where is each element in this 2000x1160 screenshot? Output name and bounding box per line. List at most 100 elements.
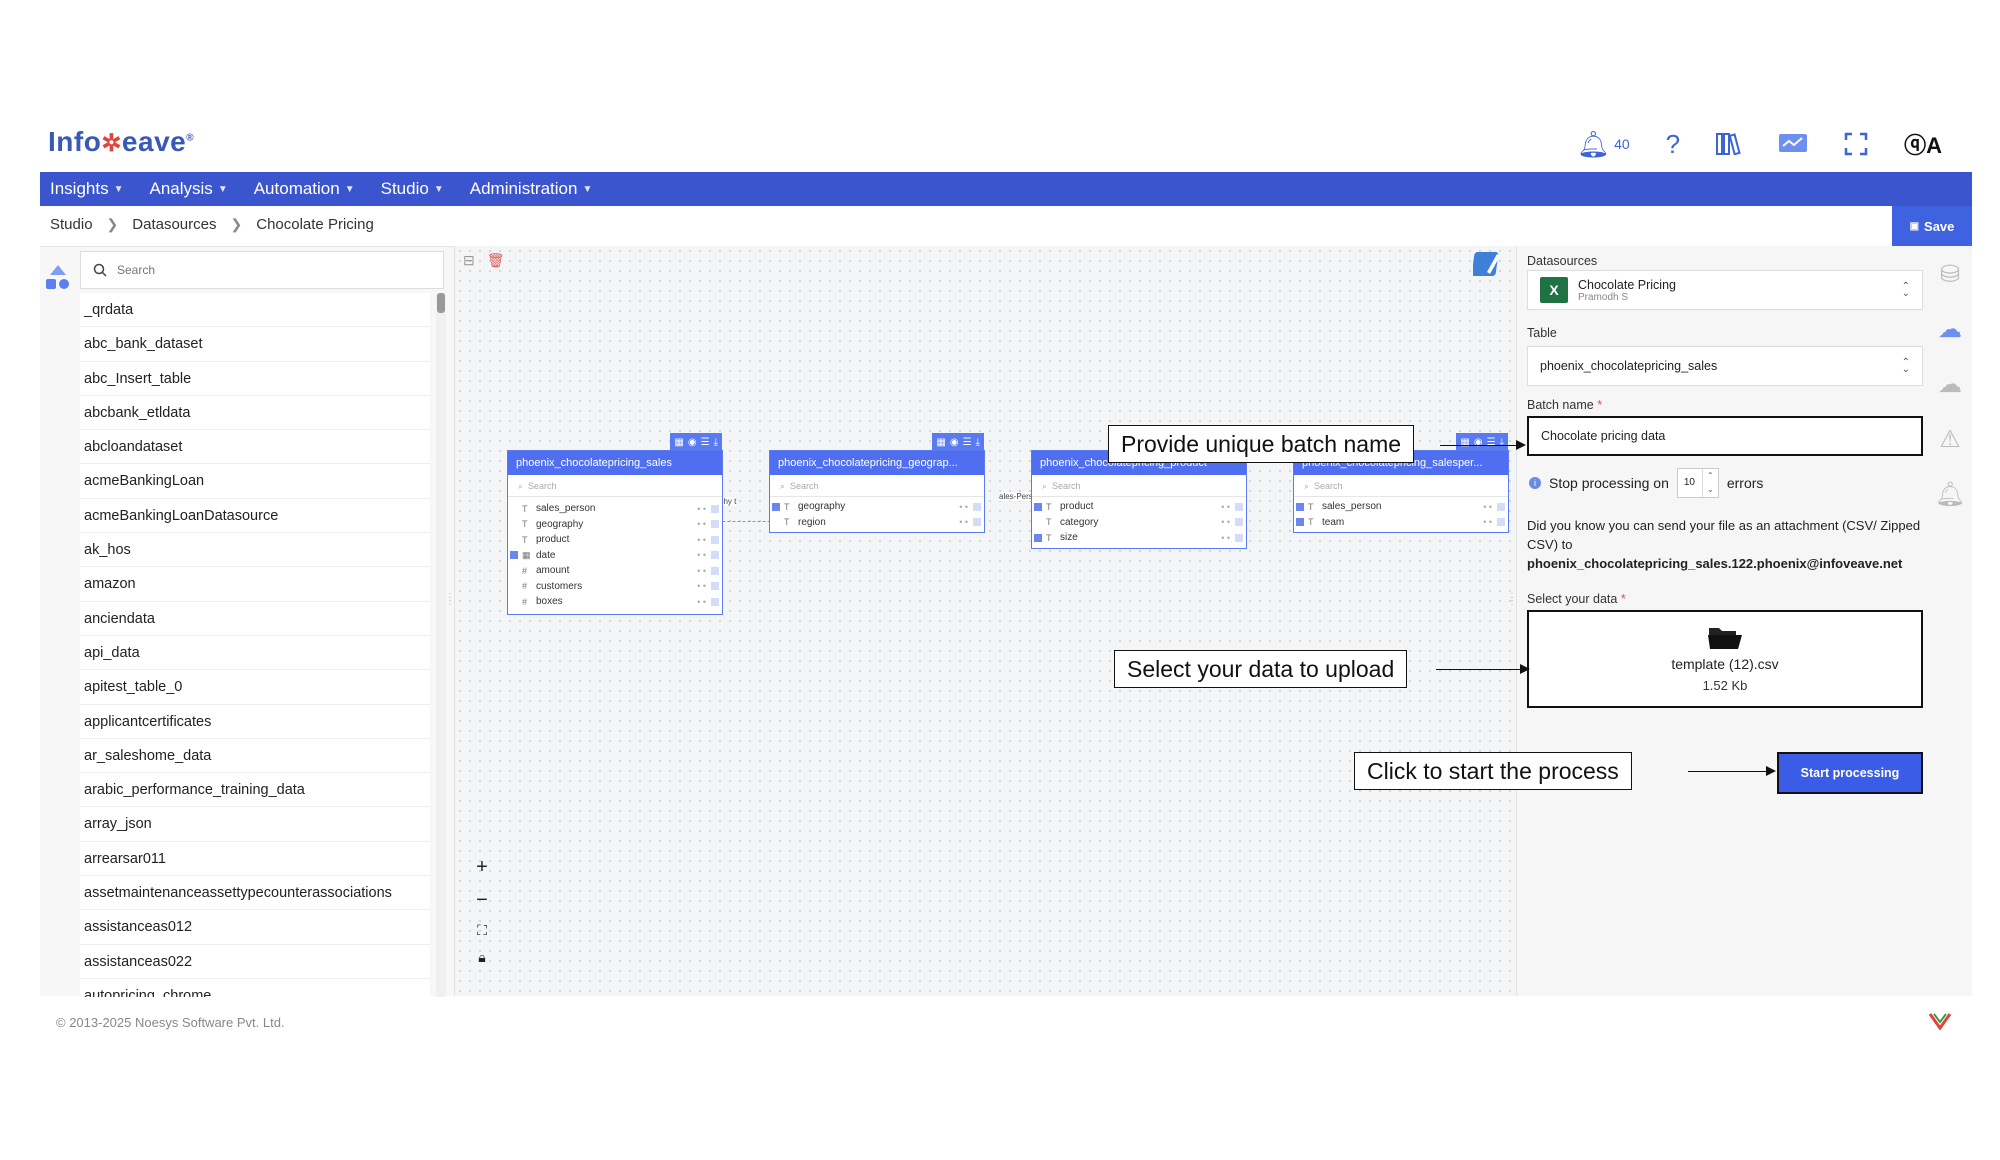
help-icon[interactable]: ? xyxy=(1665,128,1681,159)
eye-icon[interactable]: ◉ xyxy=(949,436,959,448)
fullscreen-icon[interactable] xyxy=(1844,132,1868,156)
shapes-icon[interactable] xyxy=(44,263,72,293)
list-item[interactable]: ar_saleshome_data xyxy=(80,739,430,774)
start-processing-button[interactable]: Start processing xyxy=(1777,752,1923,794)
footer-copyright: © 2013-2025 Noesys Software Pvt. Ltd. xyxy=(56,1015,285,1030)
callout-arrow xyxy=(1688,766,1776,776)
menu-analysis[interactable]: Analysis▼ xyxy=(149,179,228,198)
chevron-updown-icon: ⌃⌄ xyxy=(1901,357,1910,375)
schema-canvas[interactable]: ⊟ 🗑︎ ⋮⋮ ⋮⋮ ography t ales-Perso ▦◉☰⤓ pho… xyxy=(445,246,1517,996)
edit-pen-icon[interactable] xyxy=(1471,250,1503,278)
table-search[interactable]: ⌕ Search xyxy=(508,475,722,497)
eye-icon[interactable]: ◉ xyxy=(1473,436,1483,448)
datasource-search-input[interactable] xyxy=(80,251,444,289)
search-field[interactable] xyxy=(117,263,417,277)
table-column[interactable]: #customers• • xyxy=(508,579,722,595)
cloud-upload-icon[interactable]: ☁ xyxy=(1938,316,1962,343)
datasource-owner: Pramodh S xyxy=(1578,291,1629,303)
breadcrumb-datasources[interactable]: Datasources xyxy=(132,216,217,233)
table-node-geography[interactable]: ▦◉☰⤓ phoenix_chocolatepricing_geograp...… xyxy=(769,433,985,533)
database-settings-icon[interactable]: ⛁ xyxy=(1939,261,1961,288)
list-item[interactable]: abc_bank_dataset xyxy=(80,327,430,362)
list-icon[interactable]: ☰ xyxy=(1486,436,1496,448)
table-column[interactable]: ▦date• • xyxy=(508,548,722,564)
menu-automation[interactable]: Automation▼ xyxy=(253,179,355,198)
fit-view-icon[interactable]: ⛶ xyxy=(477,922,487,938)
file-dropzone[interactable]: template (12).csv 1.52 Kb xyxy=(1527,610,1923,708)
save-button[interactable]: ▣ Save xyxy=(1892,206,1972,246)
breadcrumb-studio[interactable]: Studio xyxy=(50,216,93,233)
list-item[interactable]: anciendata xyxy=(80,602,430,636)
download-icon[interactable]: ⤓ xyxy=(975,436,980,448)
list-item[interactable]: api_data xyxy=(80,636,430,671)
bell-icon[interactable]: 🔔︎ xyxy=(1934,481,1966,508)
datasource-select[interactable]: X Chocolate Pricing Pramodh S ⌃⌄ xyxy=(1527,270,1923,310)
delete-icon[interactable]: 🗑︎ xyxy=(486,252,505,268)
list-item[interactable]: _qrdata xyxy=(80,293,430,328)
left-resize-handle[interactable]: ⋮⋮ xyxy=(445,592,455,607)
zoom-out-icon[interactable]: − xyxy=(476,889,488,911)
batch-name-input[interactable]: Chocolate pricing data xyxy=(1527,416,1923,456)
library-icon[interactable] xyxy=(1716,132,1742,156)
list-item[interactable]: arrearsar011 xyxy=(80,842,430,877)
list-item[interactable]: assetmaintenanceassettypecounterassociat… xyxy=(80,876,430,911)
eye-icon[interactable]: ◉ xyxy=(687,436,697,448)
infoveave-logo[interactable]: Info✲eave® xyxy=(48,126,195,157)
error-threshold-stepper[interactable]: 10 ⌃⌄ xyxy=(1676,468,1719,498)
table-column[interactable]: #amount• • xyxy=(508,563,722,579)
right-resize-handle[interactable]: ⋮⋮ xyxy=(1507,592,1517,607)
list-item[interactable]: abc_Insert_table xyxy=(80,362,430,396)
list-item[interactable]: applicantcertificates xyxy=(80,705,430,739)
menu-insights[interactable]: Insights▼ xyxy=(50,179,124,198)
list-item[interactable]: assistanceas022 xyxy=(80,945,430,979)
alert-warning-icon[interactable]: ⚠ xyxy=(1939,426,1961,453)
download-icon[interactable]: ⤓ xyxy=(713,436,718,448)
monitor-icon[interactable] xyxy=(1778,132,1808,156)
user-avatar-icon[interactable]: ⓠA xyxy=(1904,133,1942,158)
list-item[interactable]: arabic_performance_training_data xyxy=(80,773,430,808)
scrollbar-thumb[interactable] xyxy=(437,293,445,313)
grid-icon[interactable]: ▦ xyxy=(674,436,684,448)
menu-administration[interactable]: Administration▼ xyxy=(469,179,593,198)
menu-studio[interactable]: Studio▼ xyxy=(380,179,444,198)
list-icon[interactable]: ☰ xyxy=(962,436,972,448)
list-item[interactable]: ak_hos xyxy=(80,533,430,568)
list-item[interactable]: assistanceas012 xyxy=(80,910,430,945)
table-column[interactable]: #boxes• • xyxy=(508,594,722,610)
download-icon[interactable]: ⤓ xyxy=(1499,436,1504,448)
table-node-sales[interactable]: ▦◉☰⤓ phoenix_chocolatepricing_sales ⌕ Se… xyxy=(507,433,723,615)
list-item[interactable]: amazon xyxy=(80,567,430,602)
list-item[interactable]: autopricing_chrome xyxy=(80,979,430,997)
table-search[interactable]: ⌕ Search xyxy=(1294,475,1508,497)
list-item[interactable]: acmeBankingLoanDatasource xyxy=(80,499,430,534)
grid-icon[interactable]: ▦ xyxy=(1460,436,1470,448)
list-scrollbar[interactable] xyxy=(436,293,446,997)
table-search[interactable]: ⌕ Search xyxy=(1032,475,1246,497)
notifications-button[interactable]: 🔔︎ 40 xyxy=(1577,129,1630,160)
table-select[interactable]: phoenix_chocolatepricing_sales ⌃⌄ xyxy=(1527,346,1923,386)
cloud-check-icon[interactable]: ☁ xyxy=(1938,371,1962,398)
collapse-icon[interactable]: ⊟ xyxy=(463,252,475,268)
list-item[interactable]: abcbank_etldata xyxy=(80,396,430,431)
table-node-product[interactable]: ▦◉☰⤓ phoenix_chocolatepricing_product ⌕ … xyxy=(1031,433,1247,549)
table-search[interactable]: ⌕ Search xyxy=(770,475,984,497)
list-item[interactable]: apitest_table_0 xyxy=(80,670,430,705)
list-icon[interactable]: ☰ xyxy=(700,436,710,448)
list-item[interactable]: acmeBankingLoan xyxy=(80,464,430,499)
lock-icon[interactable]: 🔒︎ xyxy=(478,949,486,965)
grid-icon[interactable]: ▦ xyxy=(936,436,946,448)
list-item[interactable]: abcloandataset xyxy=(80,430,430,465)
zoom-in-icon[interactable]: + xyxy=(476,856,488,878)
stepper-arrows-icon[interactable]: ⌃⌄ xyxy=(1701,469,1718,497)
list-item[interactable]: array_json xyxy=(80,807,430,842)
